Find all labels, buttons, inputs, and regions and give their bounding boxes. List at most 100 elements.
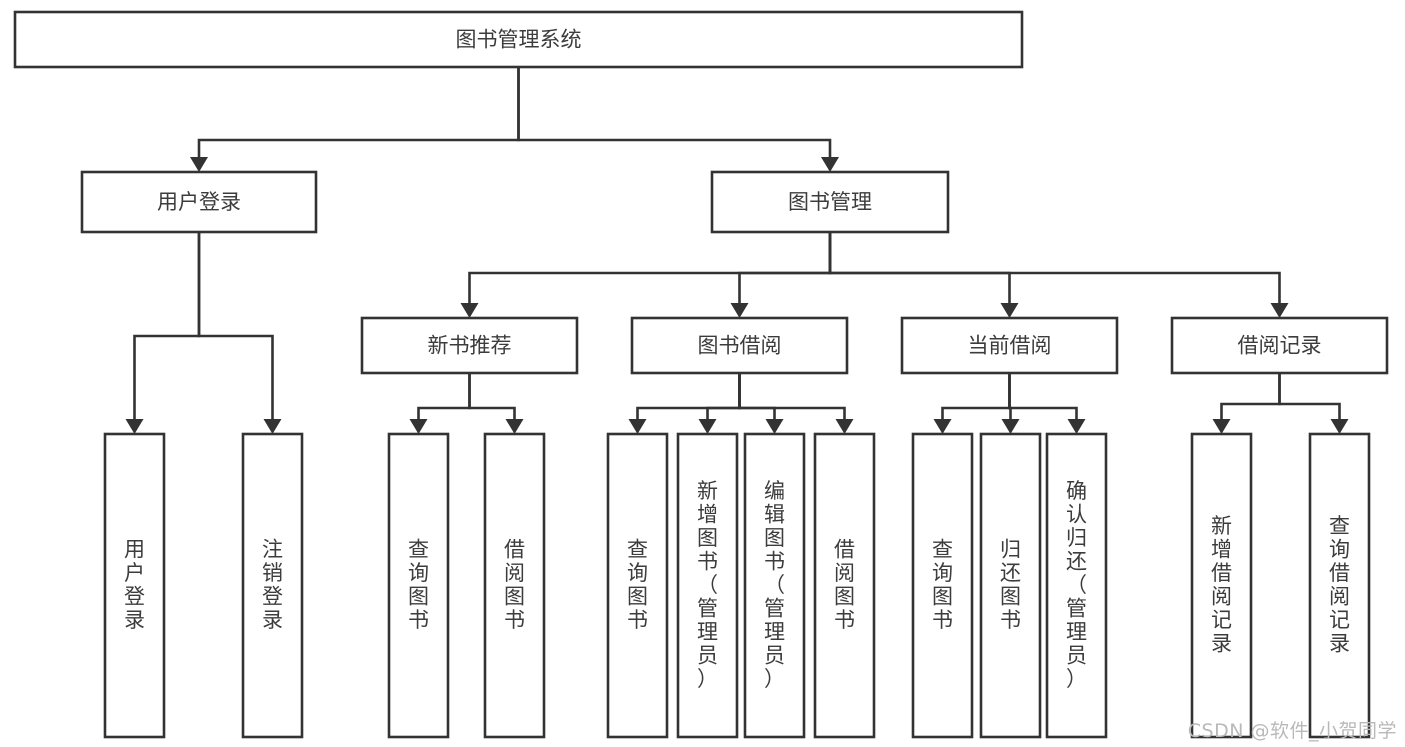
- node-box-leaf-record-query: [1308, 432, 1371, 739]
- edge-bookmgmt-to-newbook: [460, 230, 832, 318]
- node-label-current: 当前借阅: [968, 334, 1052, 358]
- arrow-head-icon: [1212, 419, 1231, 434]
- node-label-leaf-new-query: 查询图书: [408, 538, 429, 633]
- edge-newbook-to-leaf-new-query: [409, 371, 471, 434]
- arrow-head-icon: [835, 419, 854, 434]
- edge-current-to-leaf-current-query: [933, 371, 1011, 434]
- arrow-head-icon: [821, 157, 839, 172]
- arrow-head-icon: [505, 419, 524, 434]
- node-label-leaf-record-query: 查询借阅记录: [1329, 514, 1350, 656]
- node-label-borrow: 图书借阅: [698, 334, 782, 358]
- connector-line: [828, 230, 1281, 305]
- node-leaf-current-query[interactable]: 查询图书: [911, 432, 974, 739]
- edge-record-to-leaf-record-query: [1278, 371, 1349, 434]
- node-box-leaf-borrow-add: [676, 432, 739, 739]
- arrow-head-icon: [1270, 303, 1289, 318]
- edge-borrow-to-leaf-borrow-do: [738, 371, 854, 434]
- node-leaf-record-add[interactable]: 新增借阅记录: [1190, 432, 1253, 739]
- edge-borrow-to-leaf-borrow-edit: [738, 371, 784, 434]
- node-root[interactable]: 图书管理系统: [13, 10, 1024, 69]
- node-box-leaf-user-logout: [241, 432, 304, 739]
- arrow-head-icon: [730, 303, 749, 318]
- node-current[interactable]: 当前借阅: [900, 316, 1119, 375]
- node-leaf-current-confirm[interactable]: 确认归还（管理员）: [1045, 432, 1108, 739]
- node-box-leaf-borrow-do: [813, 432, 876, 739]
- node-label-leaf-current-return: 归还图书: [1000, 538, 1021, 633]
- node-leaf-borrow-query[interactable]: 查询图书: [606, 432, 669, 739]
- edge-bookmgmt-to-record: [828, 230, 1289, 318]
- node-leaf-current-return[interactable]: 归还图书: [979, 432, 1042, 739]
- arrow-head-icon: [1000, 303, 1019, 318]
- arrow-head-icon: [628, 419, 647, 434]
- edge-bookmgmt-to-current: [828, 230, 1019, 318]
- edge-newbook-to-leaf-new-borrow: [468, 371, 524, 434]
- node-label-record: 借阅记录: [1238, 334, 1322, 358]
- arrow-head-icon: [933, 419, 952, 434]
- connector-line: [738, 371, 846, 421]
- node-box-leaf-record-add: [1190, 432, 1253, 739]
- arrow-head-icon: [765, 419, 784, 434]
- connector-line: [133, 230, 201, 421]
- node-label-leaf-borrow-do: 借阅图书: [834, 538, 855, 633]
- connector-line: [417, 371, 471, 421]
- node-bookmgmt[interactable]: 图书管理: [710, 170, 950, 234]
- edge-current-to-leaf-current-confirm: [1008, 371, 1086, 434]
- node-label-login: 用户登录: [157, 190, 241, 214]
- node-box-newbook: [360, 316, 579, 375]
- edge-layer: [125, 65, 1349, 434]
- node-leaf-record-query[interactable]: 查询借阅记录: [1308, 432, 1371, 739]
- edge-record-to-leaf-record-add: [1212, 371, 1281, 434]
- node-box-leaf-borrow-query: [606, 432, 669, 739]
- csdn-watermark: CSDN @软件_小贺同学: [1187, 720, 1397, 742]
- connector-line: [468, 230, 832, 305]
- arrow-head-icon: [460, 303, 479, 318]
- node-label-newbook: 新书推荐: [428, 334, 512, 358]
- connector-line: [636, 371, 741, 421]
- node-label-leaf-new-borrow: 借阅图书: [504, 538, 525, 633]
- connector-line: [941, 371, 1011, 421]
- connector-line: [197, 65, 520, 159]
- arrow-head-icon: [409, 419, 428, 434]
- node-label-leaf-borrow-query: 查询图书: [627, 538, 648, 633]
- node-leaf-user-login[interactable]: 用户登录: [103, 432, 166, 739]
- node-layer: 图书管理系统用户登录图书管理新书推荐图书借阅当前借阅借阅记录用户登录注销登录查询…: [13, 10, 1389, 739]
- node-leaf-user-logout[interactable]: 注销登录: [241, 432, 304, 739]
- node-borrow[interactable]: 图书借阅: [630, 316, 849, 375]
- arrow-head-icon: [125, 419, 144, 434]
- node-box-leaf-borrow-edit: [743, 432, 806, 739]
- node-box-bookmgmt: [710, 170, 950, 234]
- node-label-leaf-user-login: 用户登录: [124, 538, 145, 633]
- node-label-leaf-borrow-edit: 编辑图书（管理员）: [764, 479, 785, 691]
- arrow-head-icon: [1330, 419, 1349, 434]
- arrow-head-icon: [190, 157, 208, 172]
- node-login[interactable]: 用户登录: [80, 170, 318, 234]
- node-leaf-new-borrow[interactable]: 借阅图书: [483, 432, 546, 739]
- node-box-login: [80, 170, 318, 234]
- edge-borrow-to-leaf-borrow-query: [628, 371, 741, 434]
- connector-line: [1278, 371, 1341, 421]
- node-box-leaf-new-borrow: [483, 432, 546, 739]
- node-label-bookmgmt: 图书管理: [788, 190, 872, 214]
- node-leaf-borrow-add[interactable]: 新增图书（管理员）: [676, 432, 739, 739]
- connector-line: [468, 371, 516, 421]
- node-box-leaf-user-login: [103, 432, 166, 739]
- node-box-current: [900, 316, 1119, 375]
- edge-borrow-to-leaf-borrow-add: [698, 371, 741, 434]
- edge-root-to-bookmgmt: [517, 65, 839, 172]
- arrow-head-icon: [1001, 419, 1020, 434]
- node-leaf-borrow-edit[interactable]: 编辑图书（管理员）: [743, 432, 806, 739]
- node-box-borrow: [630, 316, 849, 375]
- node-label-leaf-user-logout: 注销登录: [262, 538, 283, 633]
- node-leaf-borrow-do[interactable]: 借阅图书: [813, 432, 876, 739]
- edge-root-to-login: [190, 65, 520, 172]
- connector-line: [1008, 371, 1078, 421]
- node-newbook[interactable]: 新书推荐: [360, 316, 579, 375]
- edge-login-to-leaf-user-logout: [197, 230, 282, 434]
- node-box-root: [13, 10, 1024, 69]
- node-leaf-new-query[interactable]: 查询图书: [387, 432, 450, 739]
- node-record[interactable]: 借阅记录: [1170, 316, 1389, 375]
- connector-line: [1220, 371, 1281, 421]
- node-label-root: 图书管理系统: [456, 28, 582, 52]
